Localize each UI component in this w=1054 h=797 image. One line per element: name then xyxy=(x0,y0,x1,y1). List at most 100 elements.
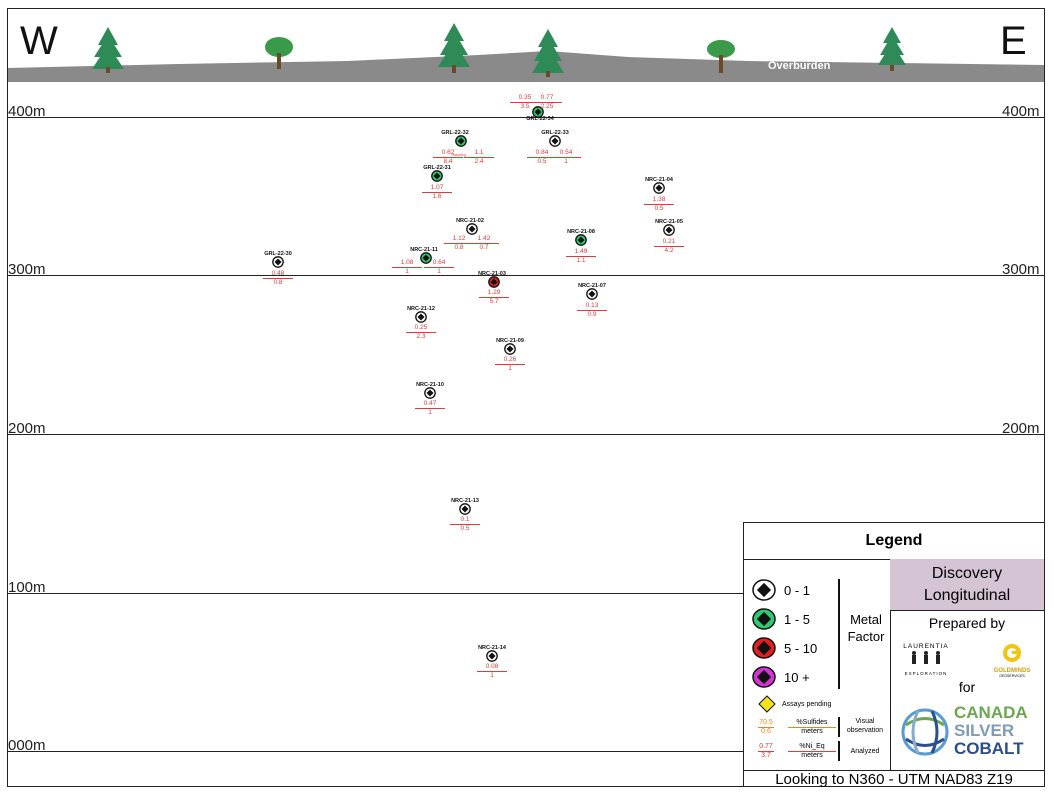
drill-hole-name: GRL-22-33 xyxy=(541,130,569,136)
drill-hole-marker-icon xyxy=(504,343,516,355)
drill-hole-marker-icon xyxy=(663,224,675,236)
drill-hole-marker-icon xyxy=(549,135,561,147)
legend-panel: Legend 0 - 1 1 - 5 5 - 10 10 + Metal Fac… xyxy=(743,522,1045,788)
assay-note: including xyxy=(452,153,466,157)
analyzed-key-desc: Analyzed xyxy=(850,748,880,755)
metal-factor-label: Metal Factor xyxy=(847,612,885,644)
east-label: E xyxy=(1000,19,1027,63)
elevation-line xyxy=(8,751,1044,752)
conifer-tree-icon xyxy=(92,27,124,73)
drill-hole-marker-icon xyxy=(272,256,284,268)
conifer-tree-icon xyxy=(532,29,564,77)
drill-hole-marker-icon xyxy=(488,276,500,288)
assays-pending-icon xyxy=(758,695,776,713)
drill-hole-marker-icon xyxy=(575,234,587,246)
drill-hole-name: GRL-22-31 xyxy=(423,165,451,171)
deciduous-tree-icon xyxy=(265,37,293,69)
drill-hole-name: NRC-21-13 xyxy=(451,498,479,504)
marker-green-icon xyxy=(752,608,776,630)
overburden-label: Overburden xyxy=(768,60,831,72)
laurentia-logo: LAURENTIA EXPLORATION xyxy=(896,643,956,679)
elevation-line xyxy=(8,434,1044,435)
drill-hole-name: NRC-21-02 xyxy=(456,218,484,224)
drill-hole-marker-icon xyxy=(424,387,436,399)
conifer-tree-icon xyxy=(878,27,906,71)
goldminds-logo: GOLDMINDS GEOSERVICES xyxy=(986,643,1038,679)
discovery-title: Discovery Longitudinal xyxy=(890,559,1044,611)
elevation-label: 000m xyxy=(8,737,46,754)
elevation-label-right: 300m xyxy=(1002,261,1040,278)
legend-credits: Discovery Longitudinal Prepared by LAURE… xyxy=(890,559,1044,770)
legend-factor-row: 1 - 5 xyxy=(752,608,810,630)
legend-factor-row: 10 + xyxy=(752,666,810,688)
globe-icon xyxy=(901,708,949,756)
drill-hole-marker-icon xyxy=(455,135,467,147)
legend-title: Legend xyxy=(744,523,1044,560)
assays-pending-label: Assays pending xyxy=(782,701,832,708)
drill-hole-name: GRL-22-30 xyxy=(264,251,292,257)
legend-symbols: 0 - 1 1 - 5 5 - 10 10 + Metal Factor Ass… xyxy=(744,559,891,770)
elevation-line xyxy=(8,593,1044,594)
elevation-label-right: 200m xyxy=(1002,420,1040,437)
elevation-line xyxy=(8,275,1044,276)
drill-hole-marker-icon xyxy=(431,170,443,182)
drill-hole-marker-icon xyxy=(532,106,544,118)
deciduous-tree-icon xyxy=(707,40,735,73)
legend-factor-row: 0 - 1 xyxy=(752,579,810,601)
drill-hole-marker-icon xyxy=(586,288,598,300)
drill-hole-name: NRC-21-03 xyxy=(478,271,506,277)
conifer-tree-icon xyxy=(438,23,470,73)
projection-footer: Looking to N360 - UTM NAD83 Z19 xyxy=(744,770,1044,788)
drill-hole-marker-icon xyxy=(466,223,478,235)
drill-hole-name: NRC-21-14 xyxy=(478,645,506,651)
legend-factor-label: 10 + xyxy=(784,670,810,685)
legend-bracket xyxy=(838,579,840,689)
legend-factor-row: 5 - 10 xyxy=(752,637,817,659)
hikers-icon xyxy=(912,651,940,664)
drill-hole-name: NRC-21-10 xyxy=(416,382,444,388)
drill-hole-name: GRL-22-32 xyxy=(441,130,469,136)
elevation-label-right: 400m xyxy=(1002,103,1040,120)
drill-hole-name: NRC-21-08 xyxy=(567,229,595,235)
legend-factor-label: 1 - 5 xyxy=(784,612,811,627)
legend-factor-label: 0 - 1 xyxy=(784,583,811,598)
prepared-by-label: Prepared by xyxy=(928,615,1006,631)
drill-hole-name: NRC-21-04 xyxy=(645,177,673,183)
for-label: for xyxy=(958,679,976,695)
drill-hole-marker-icon xyxy=(486,650,498,662)
elevation-label: 400m xyxy=(8,103,46,120)
canada-silver-cobalt-logo: CANADA SILVER COBALT xyxy=(896,699,1042,765)
drill-hole-name: NRC-21-05 xyxy=(655,219,683,225)
goldminds-g-icon xyxy=(1003,644,1021,662)
drill-hole-marker-icon xyxy=(459,503,471,515)
drill-hole-marker-icon xyxy=(415,311,427,323)
marker-magenta-icon xyxy=(752,666,776,688)
west-label: W xyxy=(20,19,58,63)
elevation-label: 100m xyxy=(8,579,46,596)
elevation-label: 200m xyxy=(8,420,46,437)
